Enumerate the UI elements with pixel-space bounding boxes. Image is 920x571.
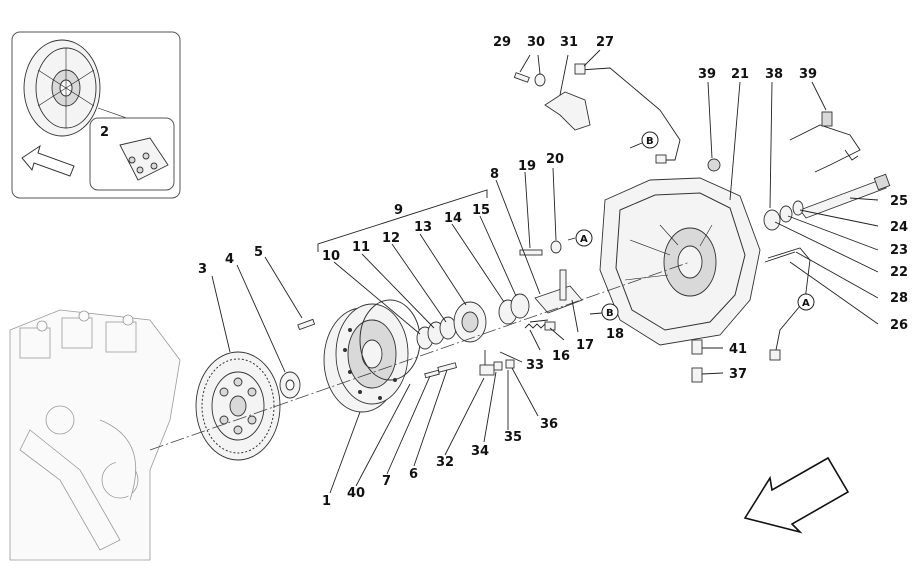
callout-21: 21 [731, 67, 749, 82]
clutch-kit-illustration [23, 39, 101, 137]
callout-40: 40 [347, 486, 365, 501]
callout-36: 36 [540, 417, 558, 432]
inset-panel: 2 [11, 31, 181, 199]
pin [544, 321, 556, 331]
bolt-29 [513, 72, 530, 83]
callout-41: 41 [729, 342, 747, 357]
callout-37: 37 [729, 367, 747, 382]
callout-31: 31 [560, 35, 578, 50]
callout-22: 22 [890, 265, 908, 280]
bracket-31 [544, 91, 591, 131]
input-shaft [799, 173, 891, 219]
callout-32: 32 [436, 455, 454, 470]
callout-25: 25 [890, 194, 908, 209]
bolt-19 [519, 249, 543, 256]
bolt-7 [424, 369, 440, 379]
clutch-assembly [323, 299, 421, 413]
callout-10: 10 [322, 249, 340, 264]
callout-9: 9 [394, 203, 403, 218]
fastener-bag-illustration [119, 137, 169, 181]
callout-30: 30 [527, 35, 545, 50]
inset-arrow-icon [21, 144, 75, 177]
callout-13: 13 [414, 220, 432, 235]
svg-text:B: B [606, 308, 614, 319]
callout-24: 24 [890, 220, 908, 235]
callout-33: 33 [526, 358, 544, 373]
engine-block-illustration [9, 309, 181, 561]
washer-20 [550, 240, 562, 254]
callout-19: 19 [518, 159, 536, 174]
seal-24 [792, 200, 804, 216]
gearbox-housing [599, 177, 761, 346]
callout-4: 4 [225, 252, 234, 267]
assembly-axis [149, 261, 691, 451]
callout-1: 1 [322, 494, 331, 509]
pipe-bracket-top-right [789, 111, 861, 173]
callout-39-right: 39 [799, 67, 817, 82]
callout-20: 20 [546, 152, 564, 167]
bolt-5 [297, 318, 316, 331]
nut-39-left [707, 158, 721, 172]
callout-38: 38 [765, 67, 783, 82]
fitting-37 [691, 367, 703, 383]
pipe-26 [767, 247, 811, 356]
reference-marker-b-top: B [629, 131, 659, 149]
bearing-set [416, 293, 530, 350]
callout-17: 17 [576, 338, 594, 353]
callout-6: 6 [409, 467, 418, 482]
callout-34: 34 [471, 444, 489, 459]
reference-marker-b-center: B [589, 303, 619, 321]
leader-lines [211, 49, 879, 494]
flywheel [195, 351, 281, 461]
sensor-bracket [479, 350, 515, 376]
reference-marker-a-top: A [567, 229, 593, 247]
callout-5: 5 [254, 245, 263, 260]
callout-35: 35 [504, 430, 522, 445]
callout-27: 27 [596, 35, 614, 50]
callout-11: 11 [352, 240, 370, 255]
callout-26: 26 [890, 318, 908, 333]
svg-text:B: B [646, 136, 654, 147]
pipe-27 [574, 63, 681, 164]
callout-23: 23 [890, 243, 908, 258]
svg-text:A: A [580, 234, 588, 245]
seal-22 [763, 209, 781, 231]
reference-marker-a-right: A [797, 293, 815, 311]
direction-arrow-icon [743, 456, 850, 534]
svg-text:A: A [802, 298, 810, 309]
callout-18: 18 [606, 327, 624, 342]
callout-12: 12 [382, 231, 400, 246]
callout-8: 8 [490, 167, 499, 182]
seal-23 [779, 205, 793, 223]
fitting-41 [691, 339, 703, 355]
callout-15: 15 [472, 203, 490, 218]
group-9-bracket [317, 189, 488, 252]
callout-28: 28 [890, 291, 908, 306]
callout-2: 2 [100, 125, 109, 140]
callout-16: 16 [552, 349, 570, 364]
callout-3: 3 [198, 262, 207, 277]
callout-14: 14 [444, 211, 462, 226]
release-cylinder [529, 269, 583, 323]
washer-30 [534, 73, 546, 87]
callout-39-left: 39 [698, 67, 716, 82]
callout-7: 7 [382, 474, 391, 489]
callout-labels: 1 3 4 5 6 7 8 9 10 11 12 13 14 15 16 17 … [198, 35, 908, 509]
spacer-plate [279, 371, 301, 399]
callout-29: 29 [493, 35, 511, 50]
